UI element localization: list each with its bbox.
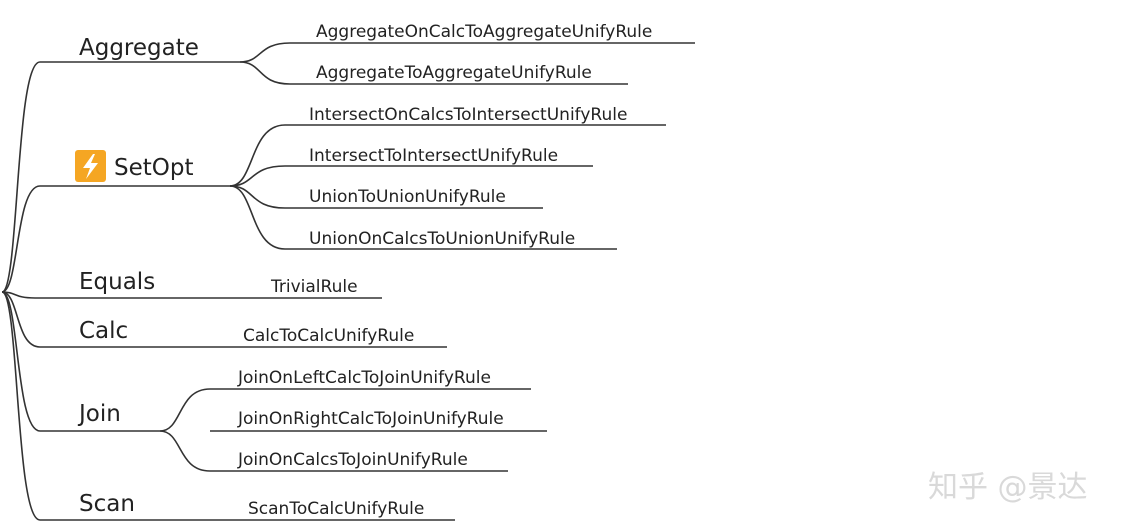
branch-connector [1, 291, 41, 432]
leaf-label: IntersectToIntersectUnifyRule [309, 146, 558, 166]
lightning-icon [75, 150, 106, 182]
leaf-label: UnionToUnionUnifyRule [309, 187, 506, 207]
branch-connector [1, 291, 41, 521]
leaf-connector [229, 165, 286, 187]
leaf-connector [159, 430, 211, 472]
branch-connector [1, 61, 41, 293]
leaf-label: TrivialRule [270, 277, 358, 297]
leaf-connector [229, 185, 286, 209]
leaf-label: UnionOnCalcsToUnionUnifyRule [309, 229, 575, 249]
connectors [1, 42, 291, 521]
leaf-connector [229, 124, 286, 187]
branch-connector [1, 291, 41, 348]
leaf-label: CalcToCalcUnifyRule [243, 326, 414, 346]
leaf-label: IntersectOnCalcsToIntersectUnifyRule [309, 105, 627, 125]
branch-label-setopt: SetOpt [114, 155, 194, 181]
branch-label-aggregate: Aggregate [79, 35, 199, 61]
leaf-connector [229, 185, 286, 250]
watermark: 知乎 @景达 [928, 470, 1088, 505]
branch-label-scan: Scan [79, 491, 135, 517]
leaf-label: JoinOnLeftCalcToJoinUnifyRule [237, 368, 491, 388]
leaf-label: AggregateToAggregateUnifyRule [316, 63, 592, 83]
leaf-label: ScanToCalcUnifyRule [248, 499, 424, 519]
branch-label-equals: Equals [79, 269, 155, 295]
leaf-connector [239, 42, 291, 63]
branch-label-join: Join [77, 401, 121, 427]
leaf-connector [239, 61, 291, 85]
branch-label-calc: Calc [79, 318, 128, 344]
leaf-label: JoinOnCalcsToJoinUnifyRule [237, 450, 468, 470]
leaf-label: AggregateOnCalcToAggregateUnifyRule [316, 22, 652, 42]
leaf-connector [159, 388, 211, 432]
branch-connector [1, 185, 41, 293]
leaf-label: JoinOnRightCalcToJoinUnifyRule [237, 409, 504, 429]
